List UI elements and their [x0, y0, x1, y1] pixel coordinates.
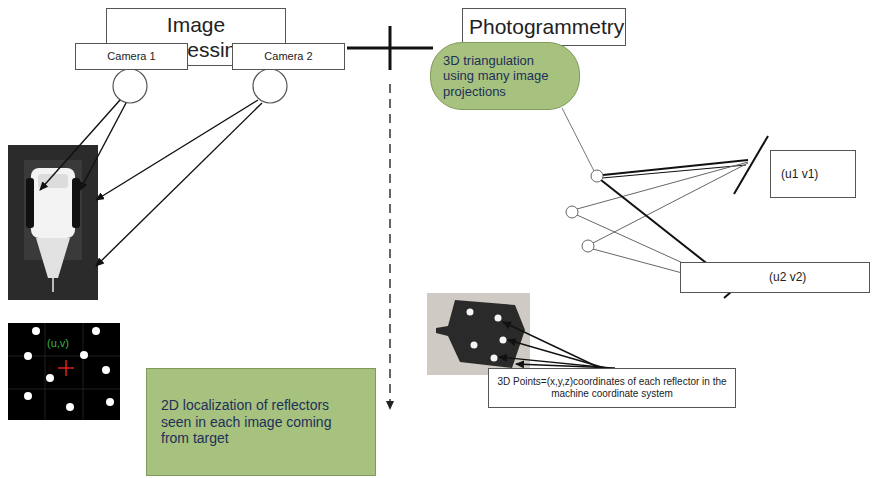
image-plane-box: (u1 v1): [770, 150, 856, 198]
node-text: 3D Points=(x,y,z)coordinates of each ref…: [495, 376, 729, 400]
reflector-image: [8, 323, 120, 420]
node-text: 3D triangulation using many image projec…: [443, 53, 567, 100]
note-box: 3D Points=(x,y,z)coordinates of each ref…: [488, 368, 736, 408]
dashed-arrow: [386, 84, 394, 410]
pointer-arrow: [499, 322, 615, 368]
camera-box: Camera 2: [232, 43, 345, 70]
camera-ray: [40, 100, 262, 266]
node-text: 2D localization of reflectors seen in ea…: [161, 397, 361, 447]
note-box: 2D localization of reflectors seen in ea…: [146, 368, 376, 476]
device-photo: [8, 145, 98, 300]
probe-photo: [427, 293, 530, 375]
plus-sign: [347, 26, 433, 70]
camera-box: Camera 1: [75, 43, 188, 70]
node-text: (u1 v1): [781, 167, 845, 181]
coordinate-label: (u,v): [47, 337, 69, 349]
node-text: (u2 v2): [769, 270, 859, 284]
callout-bubble: 3D triangulation using many image projec…: [430, 42, 580, 110]
image-plane-box: (u2 v2): [680, 262, 870, 293]
node-text: Camera 2: [239, 50, 338, 63]
node-text: Camera 1: [82, 50, 181, 63]
section-title: Photogrammetry: [462, 8, 626, 46]
node-text: Photogrammetry: [469, 14, 619, 39]
camera-lens: [113, 69, 287, 103]
